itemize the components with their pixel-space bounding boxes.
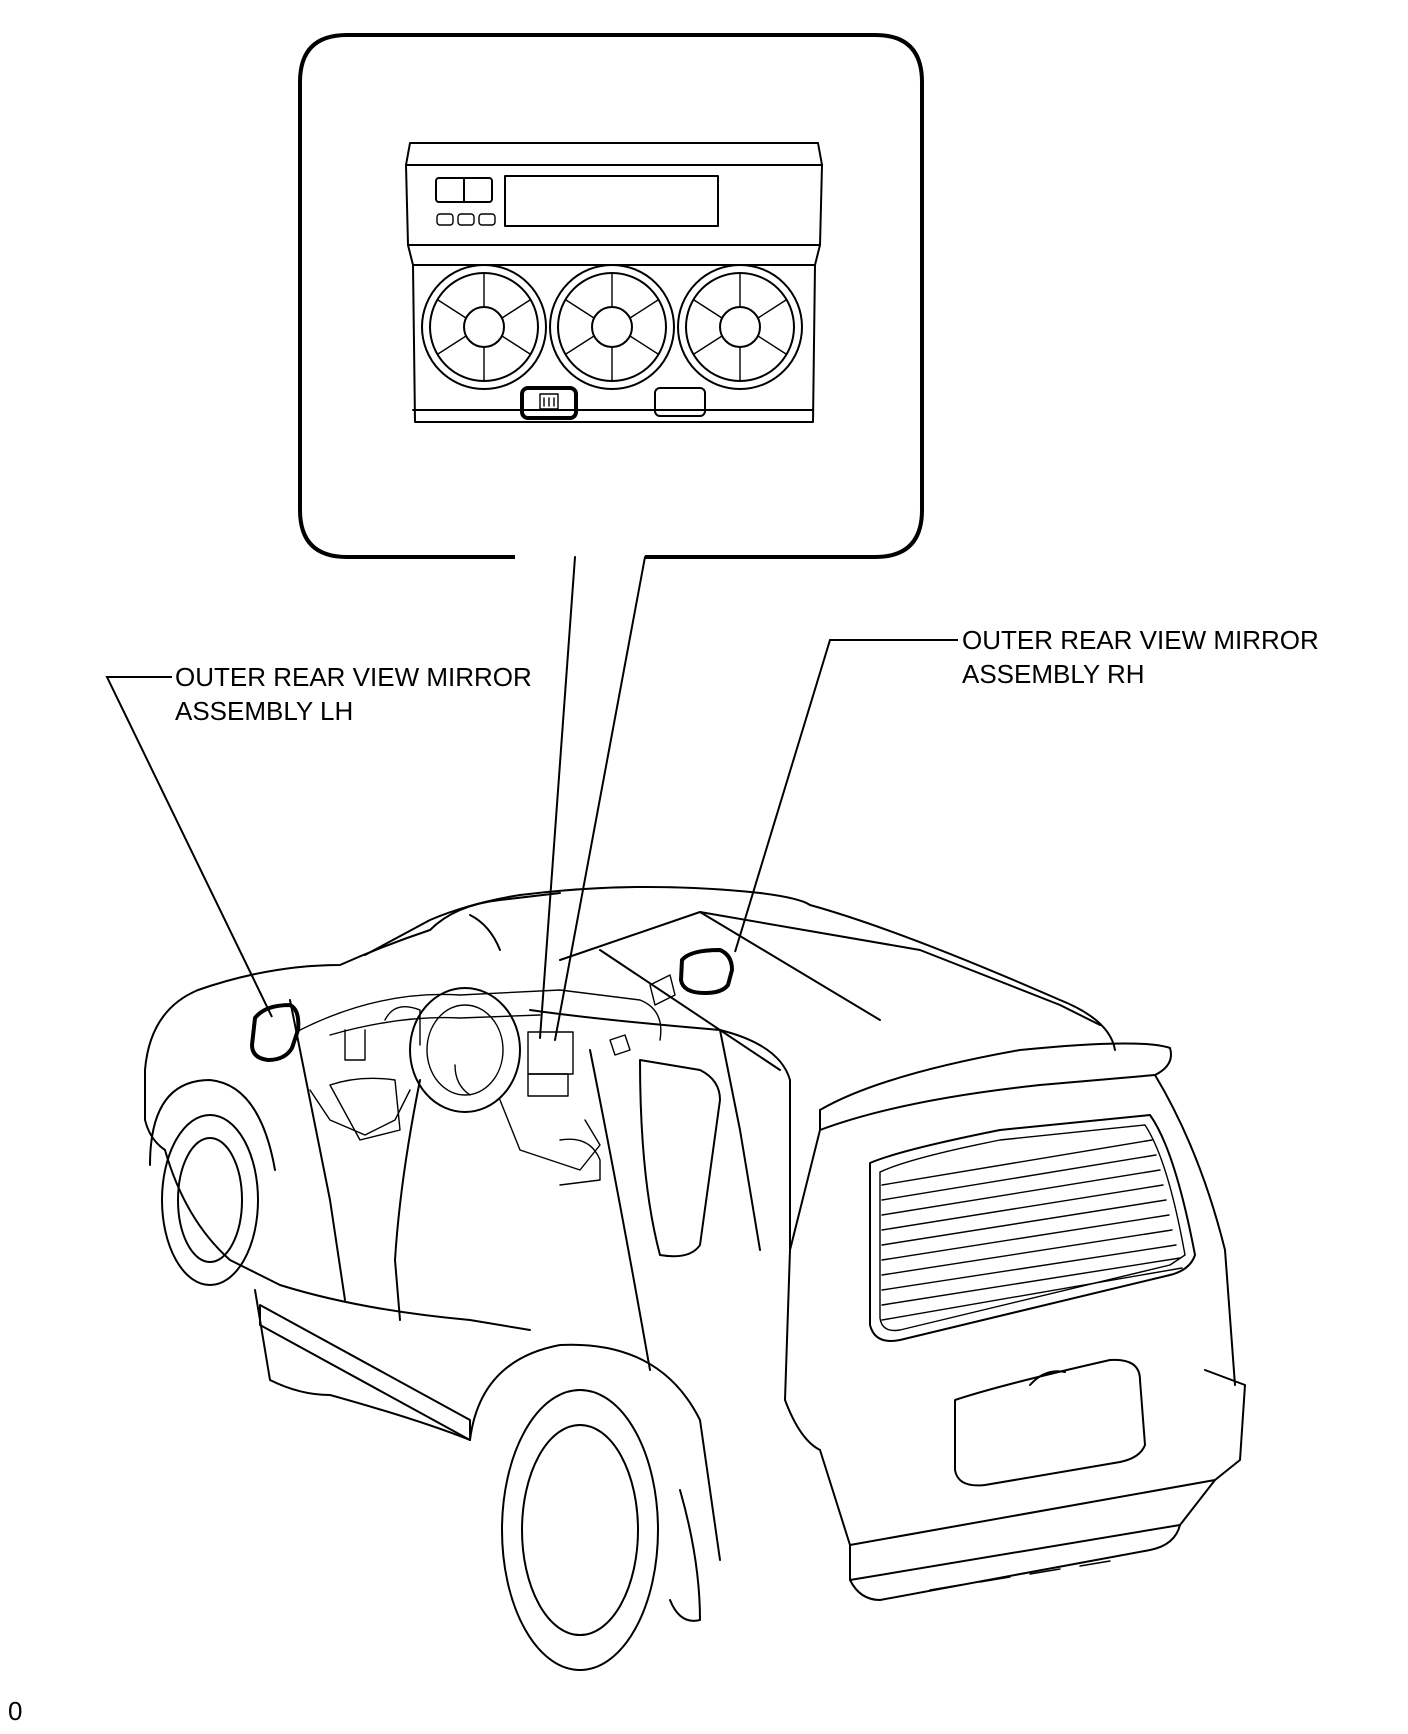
vent-center [549, 264, 675, 390]
climate-control-panel [405, 142, 823, 423]
label-mirror-rh: OUTER REAR VIEW MIRROR ASSEMBLY RH [962, 625, 1326, 689]
detail-callout [298, 33, 924, 1041]
outer-mirror-lh [250, 1003, 301, 1062]
panel-blank-switch [654, 387, 706, 417]
vent-left [421, 264, 547, 390]
rear-defogger-grid [881, 1139, 1183, 1321]
figure-code: 0 [8, 1696, 22, 1726]
label-mirror-lh: OUTER REAR VIEW MIRROR ASSEMBLY LH [175, 662, 539, 726]
vehicle-outline [144, 885, 1246, 1671]
outer-mirror-rh [679, 948, 734, 995]
interior [299, 974, 676, 1186]
leader-line-lh [105, 676, 273, 1018]
leader-line-rh [734, 639, 958, 953]
rear-wheel [469, 1343, 721, 1671]
vent-right [677, 264, 803, 390]
rear-defogger-switch [520, 386, 578, 420]
front-wheel [149, 1079, 276, 1286]
